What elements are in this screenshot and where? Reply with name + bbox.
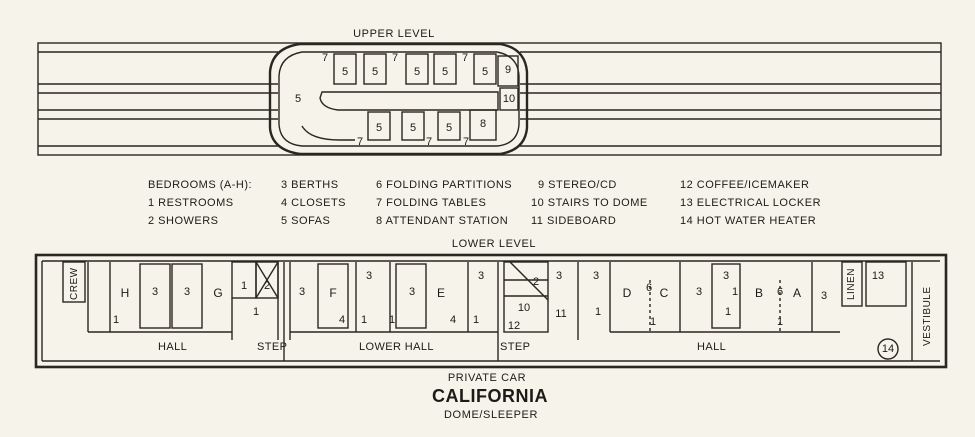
legend-closets: 4 CLOSETS (281, 197, 347, 209)
lower-num-1-b: 1 (240, 280, 248, 292)
bedroom-b: B (754, 286, 763, 300)
upper-num-5-f: 5 (294, 93, 302, 105)
lower-num-3-d: 3 (365, 270, 373, 282)
step-left-label: STEP (257, 341, 288, 353)
upper-num-5-e: 5 (481, 66, 489, 78)
upper-num-5-h: 5 (409, 122, 417, 134)
lower-num-3-e: 3 (408, 286, 416, 298)
lower-num-1-e: 1 (472, 314, 480, 326)
legend-stairs: 10 STAIRS TO DOME (531, 197, 648, 209)
bedroom-d: D (622, 286, 632, 300)
footer-private-car: PRIVATE CAR (447, 372, 527, 384)
lower-num-3-c: 3 (298, 286, 306, 298)
lower-num-3-g: 3 (555, 270, 563, 282)
lower-num-1-a: 1 (112, 314, 120, 326)
lower-num-2-a: 2 (263, 280, 271, 292)
upper-num-7-e: 7 (425, 136, 433, 148)
lower-num-1-k: 1 (731, 286, 739, 298)
lower-num-4-a: 4 (338, 314, 346, 326)
legend-bedrooms: BEDROOMS (A-H): (148, 179, 253, 191)
lower-num-13: 13 (871, 270, 885, 282)
lower-num-6-a: 6 (645, 282, 653, 294)
lower-num-1-g: 1 (594, 306, 602, 318)
upper-num-7-b: 7 (391, 52, 399, 64)
hall-left-label: HALL (158, 341, 188, 353)
lower-num-10: 10 (517, 302, 531, 314)
upper-level-heading: UPPER LEVEL (353, 28, 435, 40)
legend-berths: 3 BERTHS (281, 179, 339, 191)
upper-num-5-a: 5 (341, 66, 349, 78)
lower-num-11: 11 (555, 308, 567, 320)
bedroom-h: H (120, 286, 130, 300)
lower-num-3-k: 3 (820, 290, 828, 302)
upper-num-5-i: 5 (445, 122, 453, 134)
hall-right-label: HALL (697, 341, 727, 353)
lower-num-12: 12 (507, 320, 521, 332)
upper-num-9: 9 (504, 64, 512, 76)
upper-num-5-g: 5 (375, 122, 383, 134)
upper-num-8: 8 (479, 118, 487, 130)
bedroom-c: C (659, 286, 669, 300)
upper-num-5-d: 5 (441, 66, 449, 78)
step-right-label: STEP (500, 341, 531, 353)
lower-num-3-a: 3 (151, 286, 159, 298)
bedroom-g: G (213, 286, 223, 300)
bedroom-e: E (436, 286, 445, 300)
crew-label: CREW (69, 267, 80, 300)
legend-folding-partitions: 6 FOLDING PARTITIONS (376, 179, 513, 191)
upper-num-10: 10 (502, 93, 516, 105)
lower-num-3-f: 3 (477, 270, 485, 282)
lower-num-1-d: 1 (360, 314, 368, 326)
lower-level-heading: LOWER LEVEL (451, 238, 537, 250)
lower-num-3-h: 3 (592, 270, 600, 282)
legend-electrical-locker: 13 ELECTRICAL LOCKER (680, 197, 822, 209)
upper-num-5-b: 5 (371, 66, 379, 78)
footer-car-type: DOME/SLEEPER (443, 409, 539, 421)
lower-num-14: 14 (881, 343, 895, 355)
legend-sideboard: 11 SIDEBOARD (531, 215, 617, 227)
legend-restrooms: 1 RESTROOMS (148, 197, 234, 209)
lower-num-3-i: 3 (722, 270, 730, 282)
legend-attendant-station: 8 ATTENDANT STATION (376, 215, 509, 227)
lower-num-1-i: 1 (724, 306, 732, 318)
lower-num-2-b: 2 (532, 276, 540, 288)
vestibule-label: VESTIBULE (922, 286, 933, 346)
dome-outline (268, 42, 529, 156)
legend-hot-water-heater: 14 HOT WATER HEATER (680, 215, 817, 227)
lower-num-1-j: 1 (776, 316, 784, 328)
upper-num-5-c: 5 (413, 66, 421, 78)
legend-showers: 2 SHOWERS (148, 215, 219, 227)
lower-num-6-b: 6 (776, 286, 784, 298)
bedroom-a: A (792, 286, 801, 300)
upper-num-7-a: 7 (321, 52, 329, 64)
lower-num-1-f: 1 (388, 314, 396, 326)
legend-folding-tables: 7 FOLDING TABLES (376, 197, 487, 209)
lower-hall-label: LOWER HALL (359, 341, 434, 353)
bedroom-f: F (329, 286, 337, 300)
lower-num-3-b: 3 (183, 286, 191, 298)
footer-car-name: CALIFORNIA (432, 386, 548, 406)
legend-stereo: 9 STEREO/CD (538, 179, 617, 191)
lower-level-outline (34, 253, 948, 369)
legend-coffee: 12 COFFEE/ICEMAKER (680, 179, 810, 191)
linen-label: LINEN (846, 268, 857, 300)
lower-num-4-b: 4 (449, 314, 457, 326)
lower-level-partitions (62, 261, 913, 361)
legend-sofas: 5 SOFAS (281, 215, 331, 227)
upper-num-7-d: 7 (356, 136, 364, 148)
upper-num-7-c: 7 (461, 52, 469, 64)
lower-num-1-h: 1 (649, 316, 657, 328)
lower-num-1-c: 1 (252, 306, 260, 318)
upper-num-7-f: 7 (462, 136, 470, 148)
lower-num-3-j: 3 (695, 286, 703, 298)
upper-level-outline (37, 42, 942, 156)
